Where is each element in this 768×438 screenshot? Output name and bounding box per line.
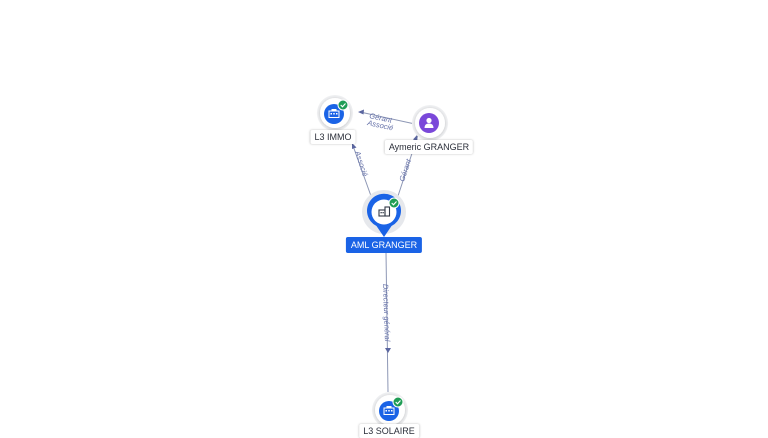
node-aml-granger[interactable] <box>362 190 406 237</box>
edge-aml-l3solaire[interactable]: Directeur général <box>381 251 392 393</box>
verified-badge-icon <box>337 99 349 111</box>
edge-aymeric-l3immo[interactable]: Gérant Associé <box>358 109 416 133</box>
building-icon <box>383 406 395 415</box>
node-l3immo[interactable] <box>317 95 353 131</box>
person-icon <box>424 117 434 128</box>
node-label-l3immo[interactable]: L3 IMMO <box>310 130 356 144</box>
node-label-l3solaire[interactable]: L3 SOLAIRE <box>359 424 419 438</box>
node-label-aml-granger[interactable]: AML GRANGER <box>345 237 423 253</box>
edge-label-associe-aml: Associé <box>353 149 370 178</box>
verified-badge-icon <box>392 396 404 408</box>
edge-label-directeur-general: Directeur général <box>381 284 392 342</box>
building-icon <box>328 109 340 118</box>
edge-l3immo-aml[interactable]: Associé <box>351 142 372 197</box>
verified-badge-icon <box>388 197 400 209</box>
node-aymeric-granger[interactable] <box>412 105 448 141</box>
node-l3solaire[interactable] <box>372 392 408 428</box>
building-icon <box>378 206 391 217</box>
node-label-aymeric-granger[interactable]: Aymeric GRANGER <box>384 140 474 154</box>
edge-label-gerant-aml: Gérant <box>397 157 413 182</box>
